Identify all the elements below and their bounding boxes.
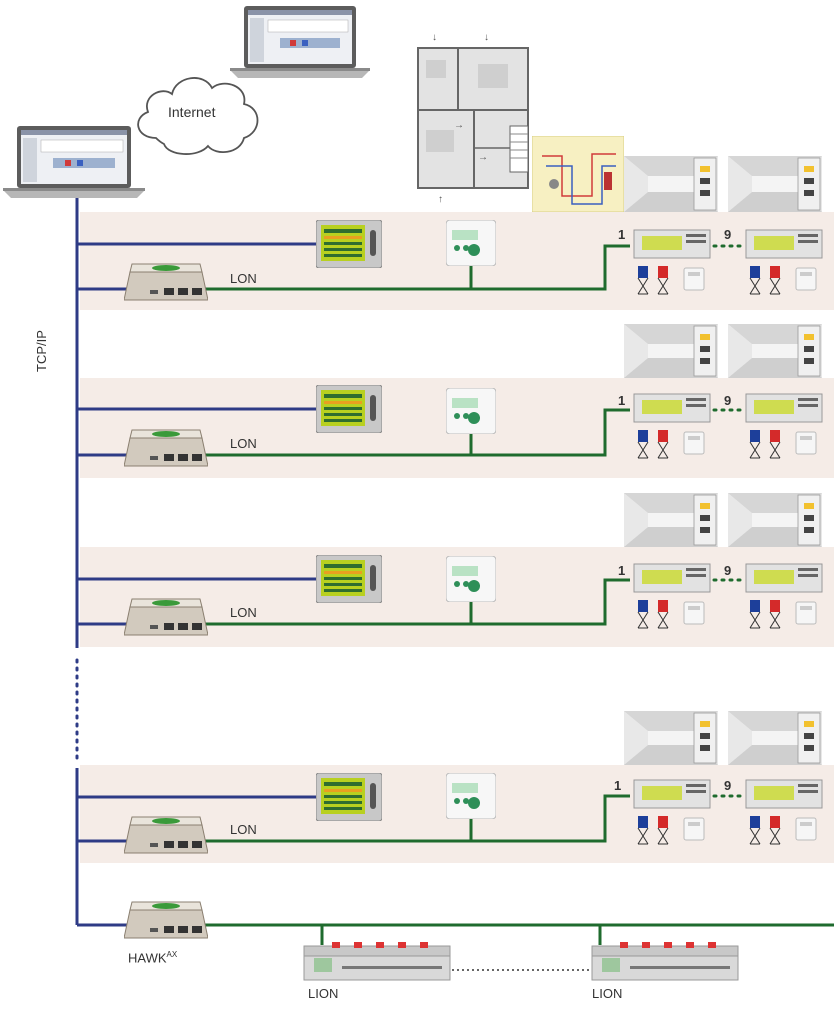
lion-label-2: LION	[592, 986, 623, 1001]
svg-text:↓: ↓	[484, 32, 489, 43]
room-operator-unit-floor-2	[446, 388, 496, 434]
lon-label-floor-1: LON	[230, 271, 257, 286]
hawk-label: HAWKAX	[128, 950, 177, 965]
room-controller-floor-1-last	[740, 228, 830, 309]
lion-module-1	[303, 942, 451, 981]
hawk-controller-floor-3	[124, 598, 208, 636]
lon-label-floor-4: LON	[230, 822, 257, 837]
room-operator-unit-floor-1	[446, 220, 496, 266]
room-picture-floor-4-a	[624, 711, 718, 765]
svg-text:→: →	[454, 120, 464, 131]
hawk-controller-floor-4	[124, 816, 208, 854]
svg-text:↓: ↓	[432, 32, 437, 43]
controller-index-last-floor-1: 9	[724, 227, 732, 242]
room-controller-floor-3-first	[628, 562, 718, 643]
lion-label-1: LION	[308, 986, 339, 1001]
hawk-controller-floor-1	[124, 263, 208, 301]
hawk-controller-floor-2	[124, 429, 208, 467]
touchscreen-panel-floor-2	[316, 385, 382, 433]
touchscreen-panel-floor-1	[316, 220, 382, 268]
controller-index-last-floor-4: 9	[724, 778, 732, 793]
controller-index-first-floor-4: 1	[614, 778, 622, 793]
hawk-label-text: HAWK	[128, 950, 167, 966]
tcpip-label: TCP/IP	[34, 330, 49, 372]
room-picture-floor-4-b	[728, 711, 822, 765]
lon-label-floor-2: LON	[230, 436, 257, 451]
room-controller-floor-4-first	[628, 778, 718, 859]
room-picture-floor-1-b	[728, 156, 822, 212]
hydraulic-schematic	[532, 136, 624, 212]
touchscreen-panel-floor-4	[316, 773, 382, 821]
room-picture-floor-3-a	[624, 493, 718, 547]
controller-index-last-floor-3: 9	[724, 563, 732, 578]
room-operator-unit-floor-4	[446, 773, 496, 819]
controller-index-first-floor-2: 1	[618, 393, 626, 408]
laptop-local	[3, 126, 145, 198]
internet-label: Internet	[168, 104, 216, 120]
room-picture-floor-2-b	[728, 324, 822, 378]
controller-index-last-floor-2: 9	[724, 393, 732, 408]
svg-text:↑: ↑	[438, 194, 443, 205]
room-controller-floor-4-last	[740, 778, 830, 859]
touchscreen-panel-floor-3	[316, 555, 382, 603]
controller-index-first-floor-1: 1	[618, 227, 626, 242]
room-operator-unit-floor-3	[446, 556, 496, 602]
room-controller-floor-1-first	[628, 228, 718, 309]
room-picture-floor-2-a	[624, 324, 718, 378]
room-picture-floor-3-b	[728, 493, 822, 547]
controller-index-first-floor-3: 1	[618, 563, 626, 578]
room-controller-floor-2-first	[628, 392, 718, 473]
hawk-label-sup: AX	[166, 950, 178, 959]
hawk-controller-main	[124, 901, 208, 939]
svg-text:→: →	[478, 152, 488, 163]
laptop-remote	[230, 6, 370, 78]
floor-plan-diagram: ↓ ↓ ↑ → →	[417, 32, 529, 205]
internet-cloud-icon	[137, 77, 259, 155]
room-controller-floor-3-last	[740, 562, 830, 643]
lon-label-floor-3: LON	[230, 605, 257, 620]
lion-module-2	[591, 942, 739, 981]
room-picture-floor-1-a	[624, 156, 718, 212]
room-controller-floor-2-last	[740, 392, 830, 473]
